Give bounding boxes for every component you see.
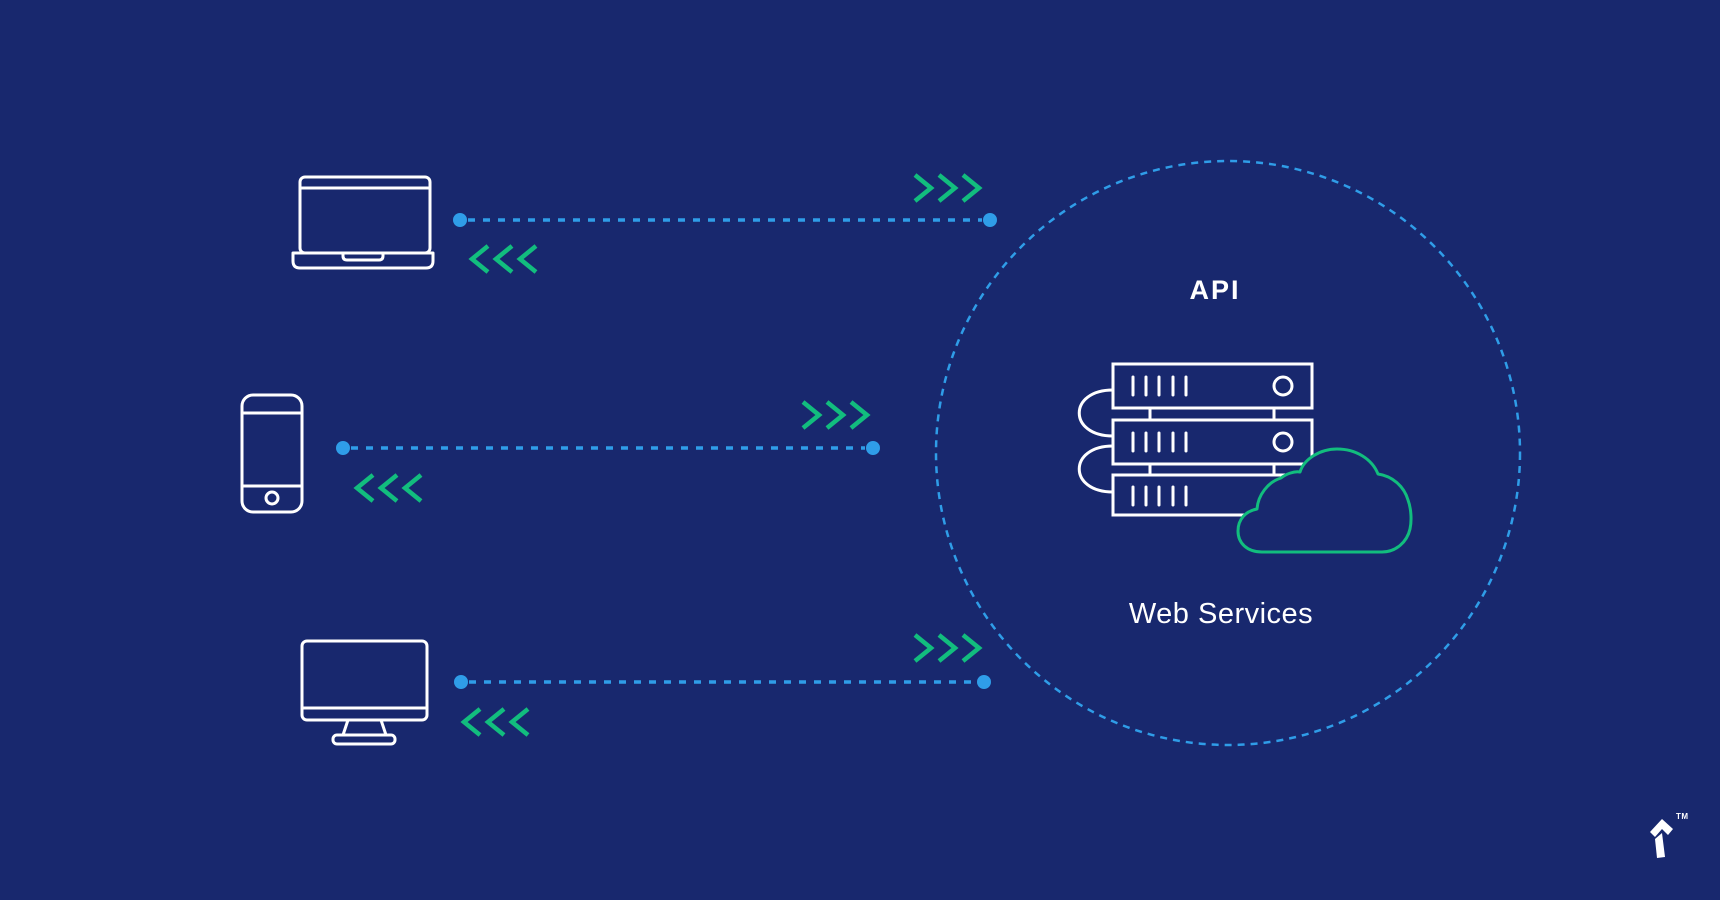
cloud-icon xyxy=(1236,447,1413,554)
connection-line-desktop xyxy=(454,675,991,689)
smartphone-icon xyxy=(240,393,304,514)
trademark-label: TM xyxy=(1676,812,1689,821)
laptop-icon xyxy=(291,175,435,270)
toptal-logo-icon xyxy=(1650,819,1673,858)
connection-line-smartphone xyxy=(336,441,880,455)
response-chevrons-left-icon xyxy=(468,244,538,274)
request-chevrons-right-icon xyxy=(913,633,983,663)
connection-line-laptop xyxy=(453,213,997,227)
api-title: API xyxy=(1189,275,1241,305)
web-services-label: Web Services xyxy=(1128,598,1314,630)
server-stack-icon xyxy=(1077,362,1314,517)
request-chevrons-right-icon xyxy=(913,173,983,203)
response-chevrons-left-icon xyxy=(353,473,423,503)
response-chevrons-left-icon xyxy=(460,707,530,737)
desktop-icon xyxy=(300,639,429,746)
request-chevrons-right-icon xyxy=(801,400,871,430)
api-boundary-circle xyxy=(934,159,1522,747)
